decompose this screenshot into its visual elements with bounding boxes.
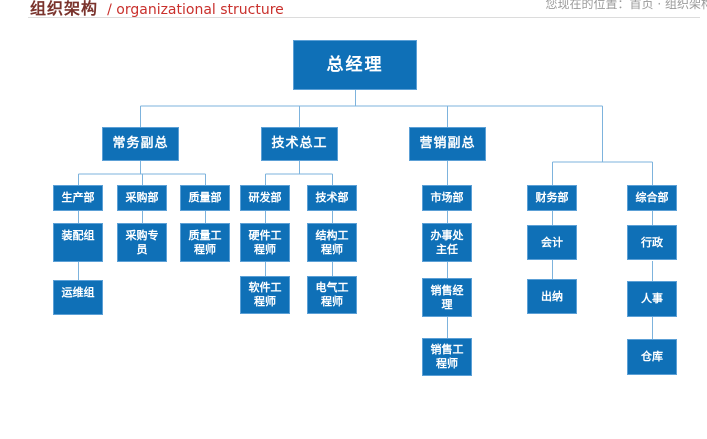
org-node-purchasing-dept: 采购部: [117, 185, 167, 211]
org-node-chief-technical-engineer: 技术总工: [261, 127, 338, 161]
breadcrumb-prefix: 您现在的位置：: [545, 0, 630, 11]
org-node-purchasing-specialist: 采购专 员: [117, 223, 167, 262]
org-node-assembly-group: 装配组: [53, 223, 103, 262]
org-node-operations-group: 运维组: [53, 280, 103, 315]
page-title: 组织架构: [30, 0, 99, 18]
page-subtitle: / organizational structure: [107, 2, 284, 18]
org-node-hardware-engineer: 硬件工 程师: [240, 223, 290, 262]
org-node-sales-manager: 销售经 理: [422, 278, 472, 317]
breadcrumb: 您现在的位置：首页 · 组织架构: [546, 0, 707, 12]
org-node-general-affairs-dept: 综合部: [627, 185, 677, 211]
org-node-market-dept: 市场部: [422, 185, 472, 211]
org-node-executive-vice-president: 常务副总: [102, 127, 179, 161]
breadcrumb-current: 组织架构: [664, 0, 707, 11]
org-node-marketing-vice-president: 营销副总: [409, 127, 486, 161]
breadcrumb-separator: ·: [653, 0, 665, 11]
org-node-hr: 人事: [627, 281, 677, 317]
page-header: 组织架构 / organizational structure: [30, 0, 284, 19]
org-node-accountant: 会计: [527, 225, 577, 260]
breadcrumb-home-link[interactable]: 首页: [629, 0, 654, 11]
org-node-quality-engineer: 质量工 程师: [180, 223, 230, 262]
org-node-production-dept: 生产部: [53, 185, 103, 211]
header-divider: [28, 17, 700, 18]
org-node-finance-dept: 财务部: [527, 185, 577, 211]
org-node-software-engineer: 软件工 程师: [240, 276, 290, 314]
org-node-sales-engineer: 销售工 程师: [422, 338, 472, 376]
org-node-structural-engineer: 结构工 程师: [307, 223, 357, 262]
org-node-cashier: 出纳: [527, 279, 577, 314]
org-node-quality-dept: 质量部: [180, 185, 230, 211]
org-node-technical-dept: 技术部: [307, 185, 357, 211]
org-node-administration: 行政: [627, 225, 677, 260]
org-node-office-director: 办事处 主任: [422, 223, 472, 262]
org-node-rd-dept: 研发部: [240, 185, 290, 211]
org-node-warehouse: 仓库: [627, 339, 677, 375]
org-node-electrical-engineer: 电气工 程师: [307, 276, 357, 314]
org-node-general-manager: 总经理: [293, 40, 417, 90]
